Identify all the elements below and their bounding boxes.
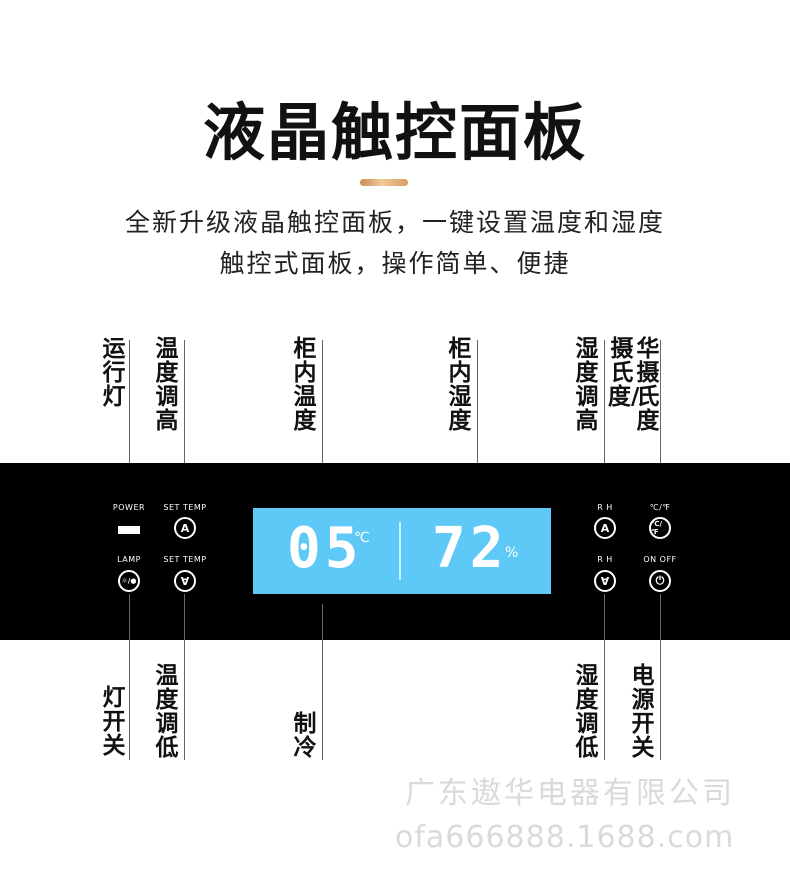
label-celsius: 摄氏度/ [608, 336, 640, 410]
label-cabinet-temp: 柜内温度 [293, 336, 317, 434]
temp-up-icon: A [180, 521, 190, 535]
lcd-temp-value: 05 [287, 516, 363, 581]
subtitle-line-1: 全新升级液晶触控面板，一键设置温度和湿度 [124, 208, 665, 237]
callout-line-temp-up [184, 340, 185, 463]
label-cooling: 制冷 [293, 711, 317, 761]
page-title: 液晶触控面板 [202, 96, 587, 169]
temp-down-icon: ∀ [180, 574, 190, 588]
power-button[interactable]: ⏻ [649, 570, 671, 592]
callout-line-cabinet-temp [322, 340, 323, 500]
lamp-icon: ☼/● [121, 577, 137, 585]
label-cabinet-humidity: 柜内湿度 [448, 336, 472, 434]
label-run-light: 运行灯 [102, 336, 126, 410]
humidity-down-button[interactable]: ∀ [594, 570, 616, 592]
humidity-up-button[interactable]: A [594, 517, 616, 539]
callout-line-humidity-up [604, 340, 605, 463]
label-temp-down: 温度调低 [155, 663, 179, 761]
set-temp-up-label: SET TEMP [163, 503, 207, 512]
power-indicator [118, 526, 140, 534]
power-label: POWER [112, 503, 146, 512]
humidity-up-icon: A [600, 521, 610, 535]
watermark-company: 广东遨华电器有限公司 [405, 776, 735, 811]
lcd-humidity-value: 72 [432, 516, 508, 581]
callout-line-cabinet-humidity [477, 340, 478, 500]
rh-down-label: R H [597, 555, 613, 564]
label-temp-up: 温度调高 [155, 336, 179, 434]
label-humidity-down: 湿度调低 [575, 663, 599, 761]
lcd-temp-unit: ℃ [354, 530, 370, 546]
power-icon: ⏻ [655, 574, 665, 587]
callout-line-run-light [129, 340, 130, 463]
celsius-fahrenheit-icon: ℃/℉ [651, 520, 663, 536]
subtitle-line-2: 触控式面板，操作简单、便捷 [219, 249, 571, 278]
set-temp-down-label: SET TEMP [163, 555, 207, 564]
temp-up-button[interactable]: A [174, 517, 196, 539]
callout-line-temp-down [184, 594, 185, 760]
callout-line-cooling [322, 604, 323, 760]
watermark-url: ofa666888.1688.com [395, 820, 735, 855]
lamp-label: LAMP [117, 555, 141, 564]
callout-line-unit-toggle [660, 340, 661, 463]
onoff-label: ON OFF [643, 555, 677, 564]
temp-down-button[interactable]: ∀ [174, 570, 196, 592]
lamp-button[interactable]: ☼/● [118, 570, 140, 592]
label-power-switch: 电源开关 [631, 663, 655, 761]
humidity-down-icon: ∀ [600, 574, 610, 588]
unit-toggle-label: ℃/℉ [649, 503, 671, 512]
label-light-switch: 灯开关 [102, 685, 126, 759]
lcd-display [253, 508, 551, 594]
label-fahrenheit: 华摄氏度 [636, 336, 660, 434]
label-humidity-up: 湿度调高 [575, 336, 599, 434]
title-accent-bar [360, 179, 408, 186]
rh-up-label: R H [597, 503, 613, 512]
callout-line-humidity-down [604, 594, 605, 760]
lcd-humidity-unit: % [505, 545, 519, 561]
lcd-divider [399, 522, 401, 580]
callout-line-light-switch [129, 594, 130, 760]
callout-line-power-switch [660, 594, 661, 760]
unit-toggle-button[interactable]: ℃/℉ [649, 517, 671, 539]
